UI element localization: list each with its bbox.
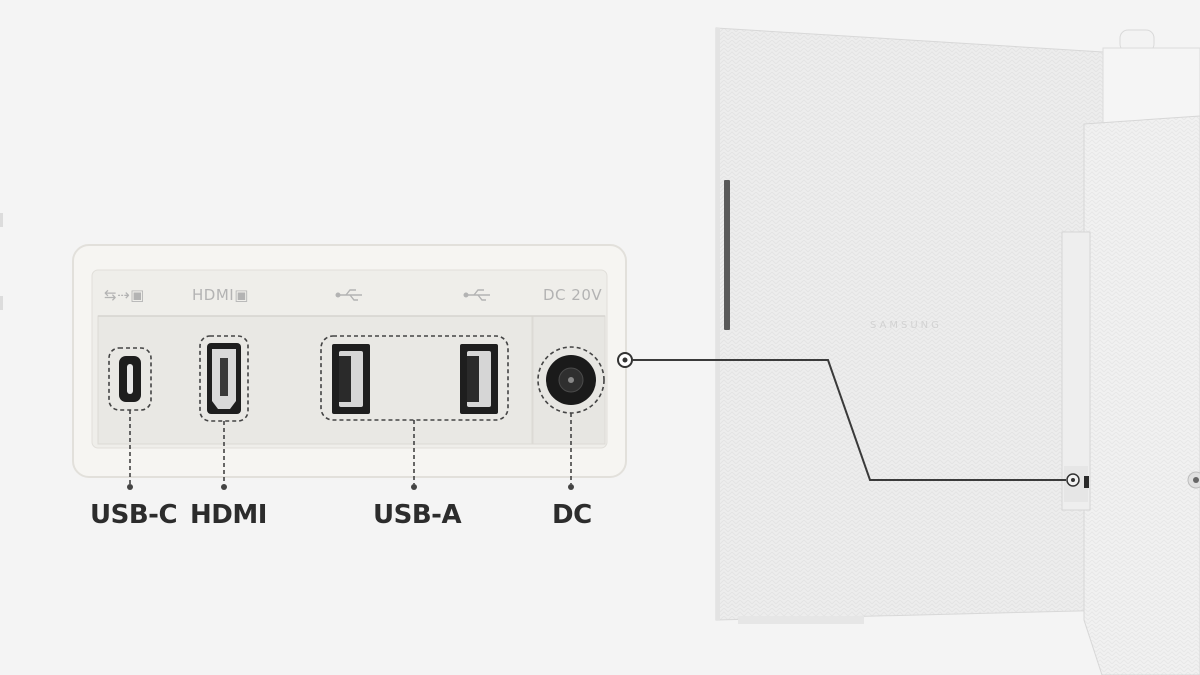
usb-a-ports bbox=[320, 335, 509, 421]
usb-trident-icon bbox=[335, 289, 490, 301]
dc-rating-label: DC 20V bbox=[543, 286, 603, 304]
hdmi-logo-icon: HDMI▣ bbox=[192, 286, 249, 304]
label-hdmi: HDMI bbox=[190, 500, 267, 530]
label-usb-a: USB-A bbox=[373, 500, 462, 530]
hdmi-port bbox=[199, 335, 249, 422]
brand-logo: SAMSUNG bbox=[870, 320, 942, 331]
usb-c-logo-icon: ⇆⇢▣ bbox=[104, 286, 145, 304]
leader-lines bbox=[129, 410, 572, 484]
vent-slots bbox=[724, 180, 730, 330]
monitor-back bbox=[715, 27, 1200, 675]
label-usb-c: USB-C bbox=[90, 500, 178, 530]
callout-line bbox=[617, 352, 1066, 481]
label-dc: DC bbox=[552, 500, 592, 530]
